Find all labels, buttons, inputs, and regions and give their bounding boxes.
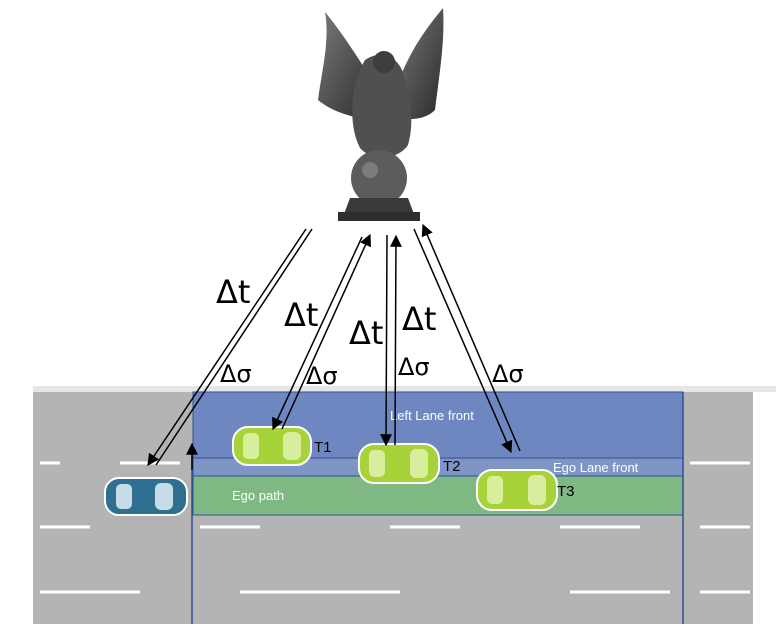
target-label-t2: T2 [443,458,461,475]
road-edge [33,386,776,392]
delta-sigma-label-3: Δσ [398,353,430,381]
ego-car [104,477,188,516]
signal-arrows [147,223,521,466]
delta-sigma-label-2: Δσ [306,362,338,390]
lane-markings [40,461,750,594]
ego-path-region: Ego path [192,475,684,516]
arrow-t2-down [380,234,393,447]
delta-sigma-label-4: Δσ [492,360,524,388]
arrow-t2-up [389,234,402,446]
delta-t-label-3: Δt [349,314,383,352]
delta-t-label-4: Δt [402,300,436,338]
target-car-t1: T1 [232,426,332,466]
target-car-t2: T2 [358,443,461,484]
arrow-t3-down [413,228,513,454]
left-lane-front-label: Left Lane front [390,408,474,423]
target-car-t3: T3 [476,469,575,511]
ego-path-label: Ego path [232,488,284,503]
arrow-t1-down [272,236,363,431]
target-label-t3: T3 [557,483,575,500]
arrow-ego-down [147,228,307,466]
delta-t-label-1: Δt [216,273,250,311]
gargoyle-statue-icon [318,8,444,221]
delta-t-label-2: Δt [284,296,318,334]
target-label-t1: T1 [314,439,332,456]
arrow-t3-up [421,223,521,452]
delta-sigma-label-1: Δσ [220,360,252,388]
arrow-ego-up [155,228,313,466]
arrow-t1-up [281,233,372,430]
ego-lane-front-label: Ego Lane front [553,460,639,475]
